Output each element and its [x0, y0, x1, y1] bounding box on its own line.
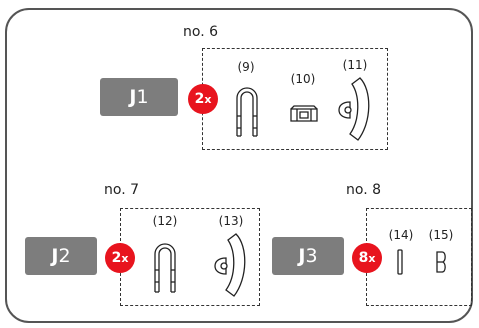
- code-letter: J: [129, 86, 137, 108]
- code-digit: 3: [305, 245, 318, 267]
- part-num-12: (12): [152, 214, 178, 228]
- part-num-10: (10): [290, 72, 316, 86]
- group-8-label: no. 8: [346, 182, 381, 198]
- assembly-frame: [5, 8, 473, 323]
- group-6-label: no. 6: [183, 24, 218, 40]
- pin-icon: [397, 249, 403, 275]
- code-box-j1: J1: [100, 78, 178, 116]
- clamp-plate-icon: [290, 105, 318, 122]
- code-box-j3: J3: [272, 237, 344, 275]
- code-digit: 1: [136, 86, 149, 108]
- u-bolt-icon: [236, 87, 258, 137]
- curved-saddle-icon: [338, 77, 370, 141]
- code-digit: 2: [58, 245, 71, 267]
- quantity-badge-8x: 8x: [352, 243, 382, 273]
- part-num-9: (9): [237, 60, 255, 74]
- part-num-13: (13): [218, 214, 244, 228]
- u-bolt-icon: [154, 243, 176, 293]
- group-7-label: no. 7: [104, 182, 139, 198]
- cap-icon: [436, 251, 446, 273]
- quantity-badge-2x: 2x: [105, 243, 135, 273]
- part-num-14: (14): [388, 228, 414, 242]
- part-num-11: (11): [342, 58, 368, 72]
- code-letter: J: [298, 245, 306, 267]
- code-box-j2: J2: [25, 237, 97, 275]
- code-letter: J: [51, 245, 59, 267]
- part-num-15: (15): [428, 228, 454, 242]
- quantity-badge-2x: 2x: [188, 84, 218, 114]
- curved-saddle-icon: [214, 233, 246, 297]
